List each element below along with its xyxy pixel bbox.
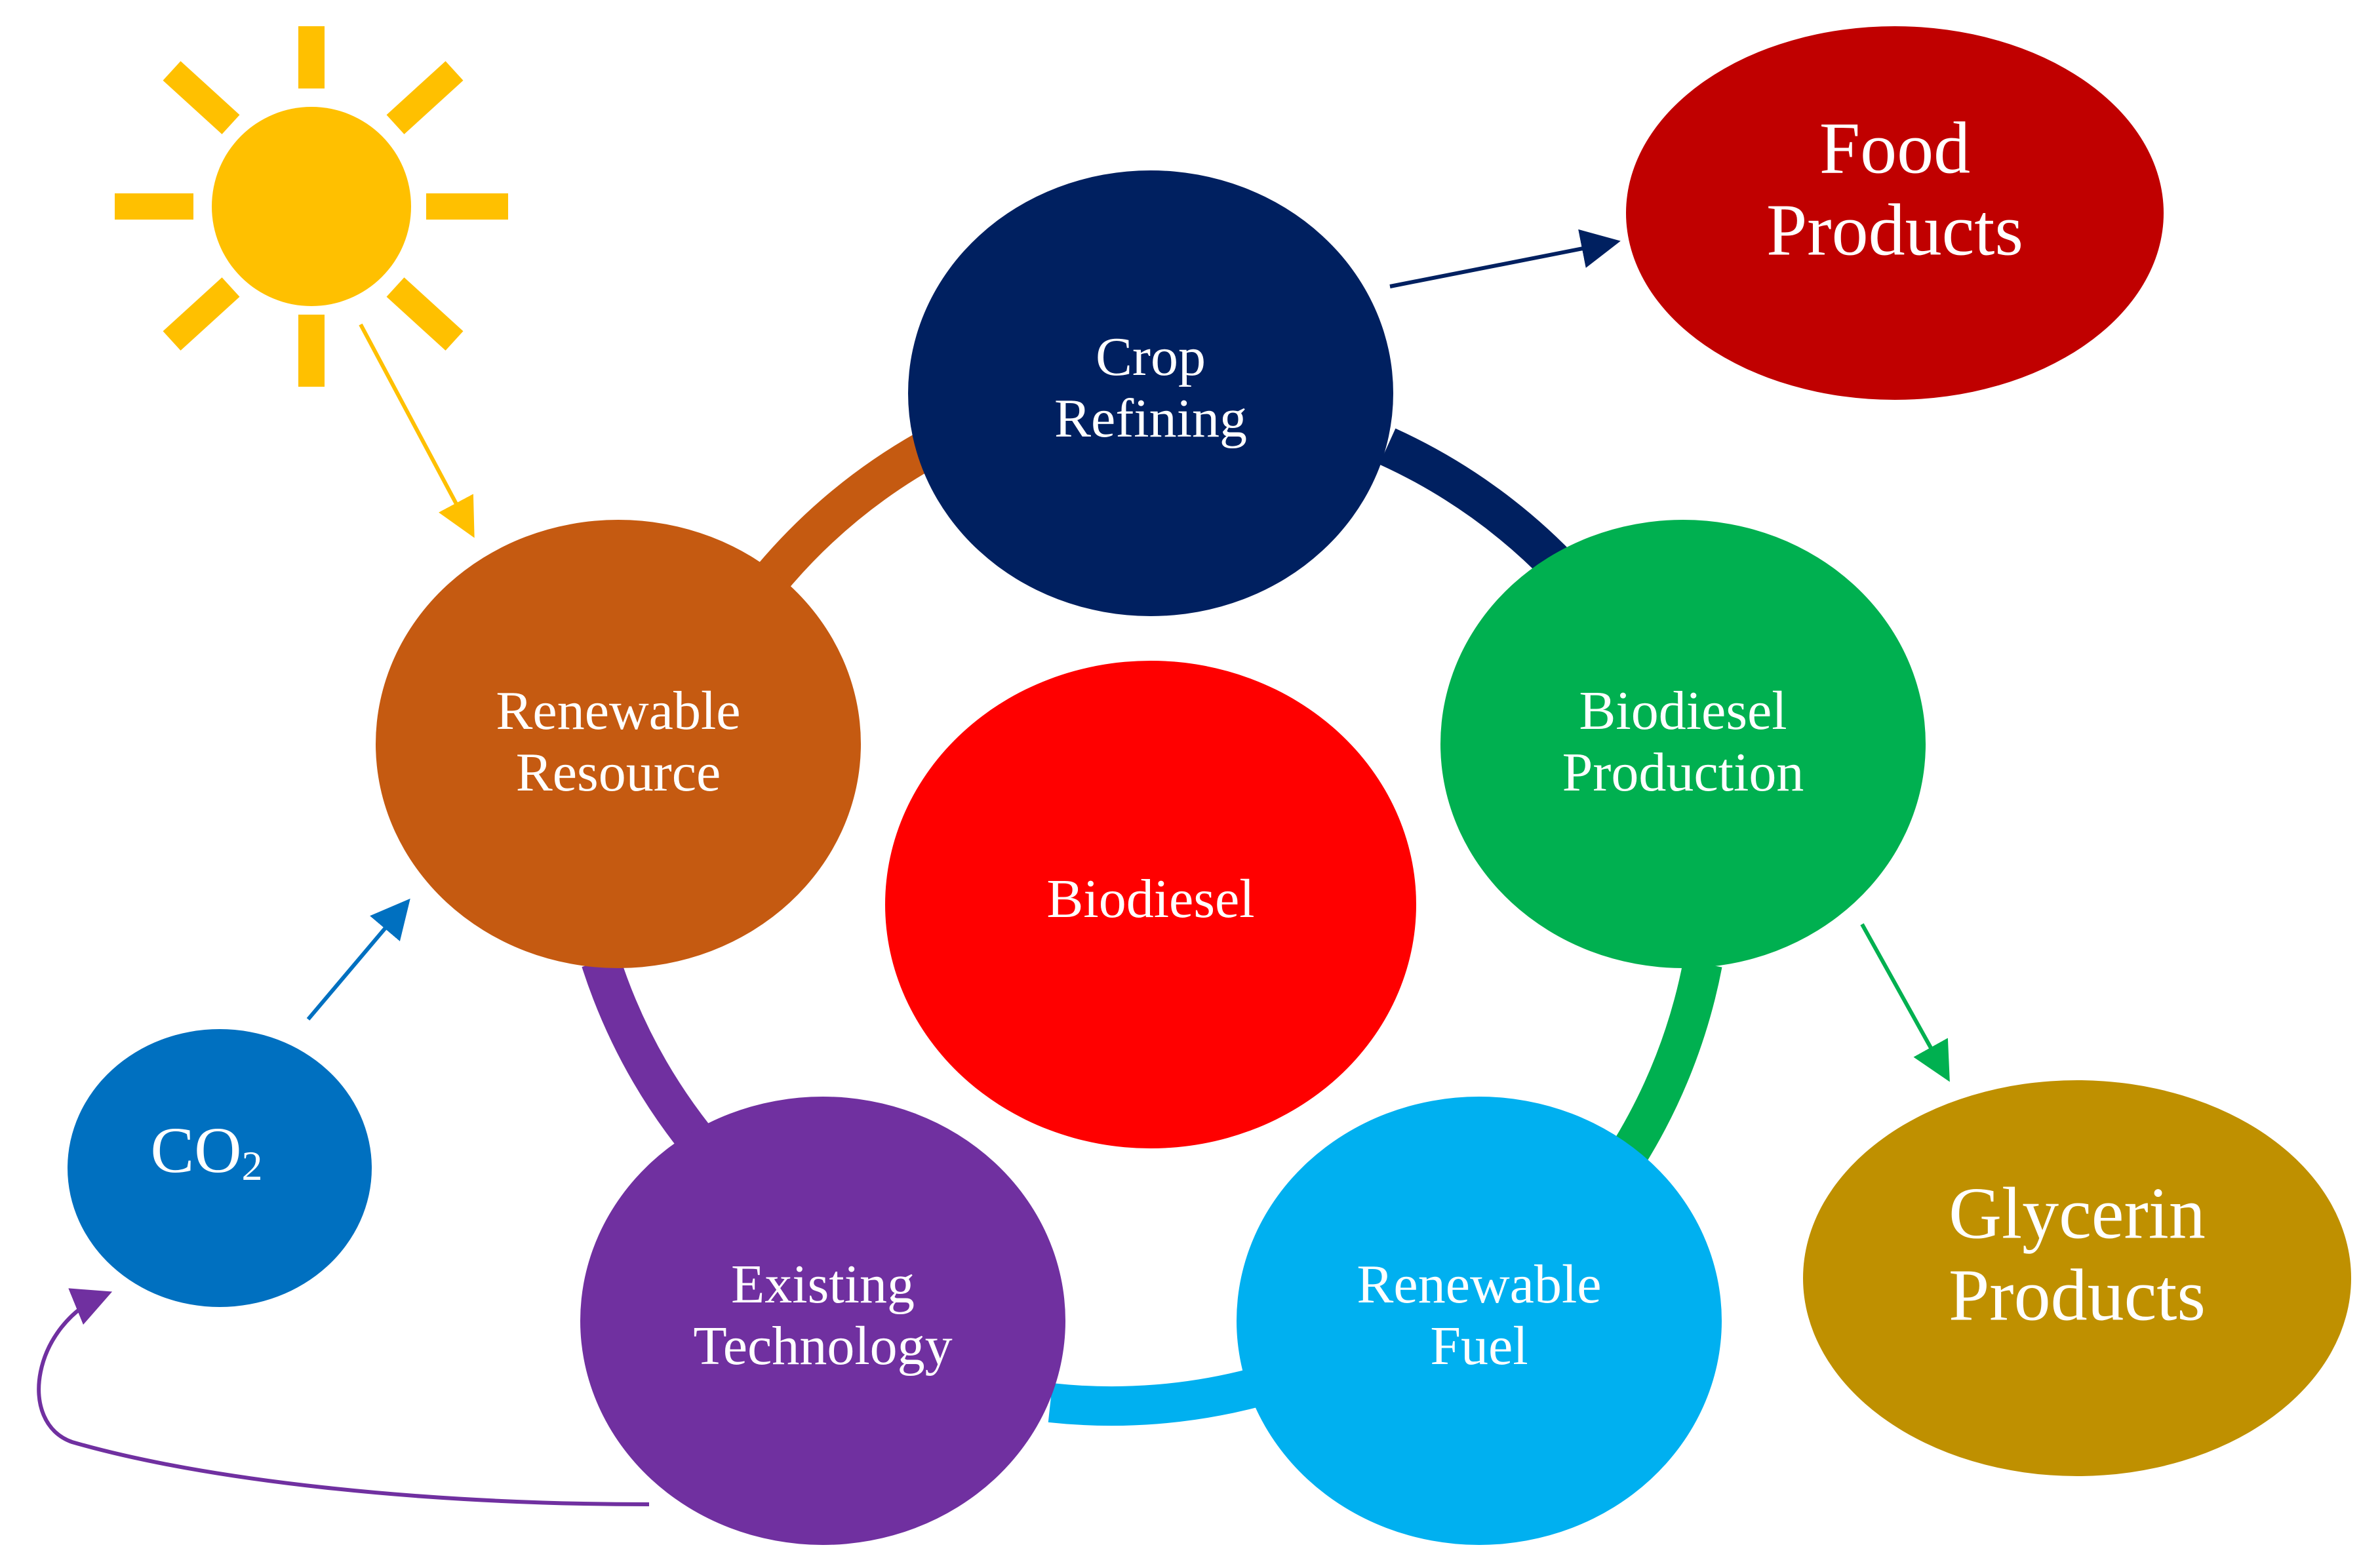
arrow-production-to-glycerin-products: [1860, 923, 1950, 1082]
food-products-label-line-2: Products: [1766, 189, 2023, 271]
sun-icon: [115, 26, 508, 387]
existing-technology-label-line-1: Existing: [731, 1254, 915, 1315]
renewable-resource-label-line-2: Resource: [516, 742, 721, 803]
renewable-fuel-label-line-1: Renewable: [1357, 1254, 1601, 1315]
arrow-technology-to-co2: [37, 1288, 650, 1506]
food-products-label-line-1: Food: [1819, 107, 1970, 189]
renewable-resource-node: [376, 520, 861, 968]
renewable-resource-label-line-1: Renewable: [496, 680, 740, 741]
arrow-sun-to-renewable-resource: [359, 323, 475, 538]
glycerin-products-label-line-2: Products: [1949, 1255, 2206, 1336]
crop-refining-node: [908, 170, 1393, 616]
biodiesel-production-node: [1440, 520, 1926, 968]
nodes: [68, 26, 2351, 1545]
cycle-arc-resource-to-crop: [757, 432, 936, 591]
biodiesel-node: [885, 661, 1416, 1148]
glycerin-products-node: [1803, 1080, 2351, 1476]
renewable-fuel-node: [1237, 1097, 1722, 1545]
cycle-ring: [582, 428, 1722, 1426]
cycle-arc-technology-to-resource: [582, 954, 710, 1150]
co2-subscript: 2: [241, 1142, 262, 1189]
existing-technology-label-line-2: Technology: [693, 1316, 952, 1377]
cycle-arc-fuel-to-technology: [1048, 1367, 1265, 1426]
arrow-co2-to-renewable-resource: [306, 898, 410, 1021]
crop-refining-label-line-1: Crop: [1096, 326, 1206, 387]
co2-text: CO: [151, 1114, 242, 1186]
existing-technology-node: [580, 1097, 1065, 1545]
biodiesel-production-label-line-2: Production: [1562, 742, 1804, 803]
glycerin-products-label-line-1: Glycerin: [1949, 1173, 2206, 1254]
arrow-crop-to-food-products: [1389, 229, 1621, 288]
cycle-arc-crop-to-production: [1379, 428, 1581, 589]
crop-refining-label-line-2: Refining: [1054, 388, 1247, 449]
connector-arrows: [37, 229, 1950, 1506]
biodiesel-production-label-line-1: Biodiesel: [1579, 680, 1787, 741]
biodiesel-label: Biodiesel: [1046, 869, 1254, 929]
food-products-node: [1626, 26, 2164, 400]
renewable-fuel-label-line-2: Fuel: [1430, 1316, 1528, 1377]
biodiesel-label-line-1: Biodiesel: [1046, 869, 1254, 929]
cycle-arc-production-to-fuel: [1610, 960, 1722, 1167]
co2-node: [68, 1029, 372, 1307]
co2-label: CO2: [151, 1114, 263, 1189]
